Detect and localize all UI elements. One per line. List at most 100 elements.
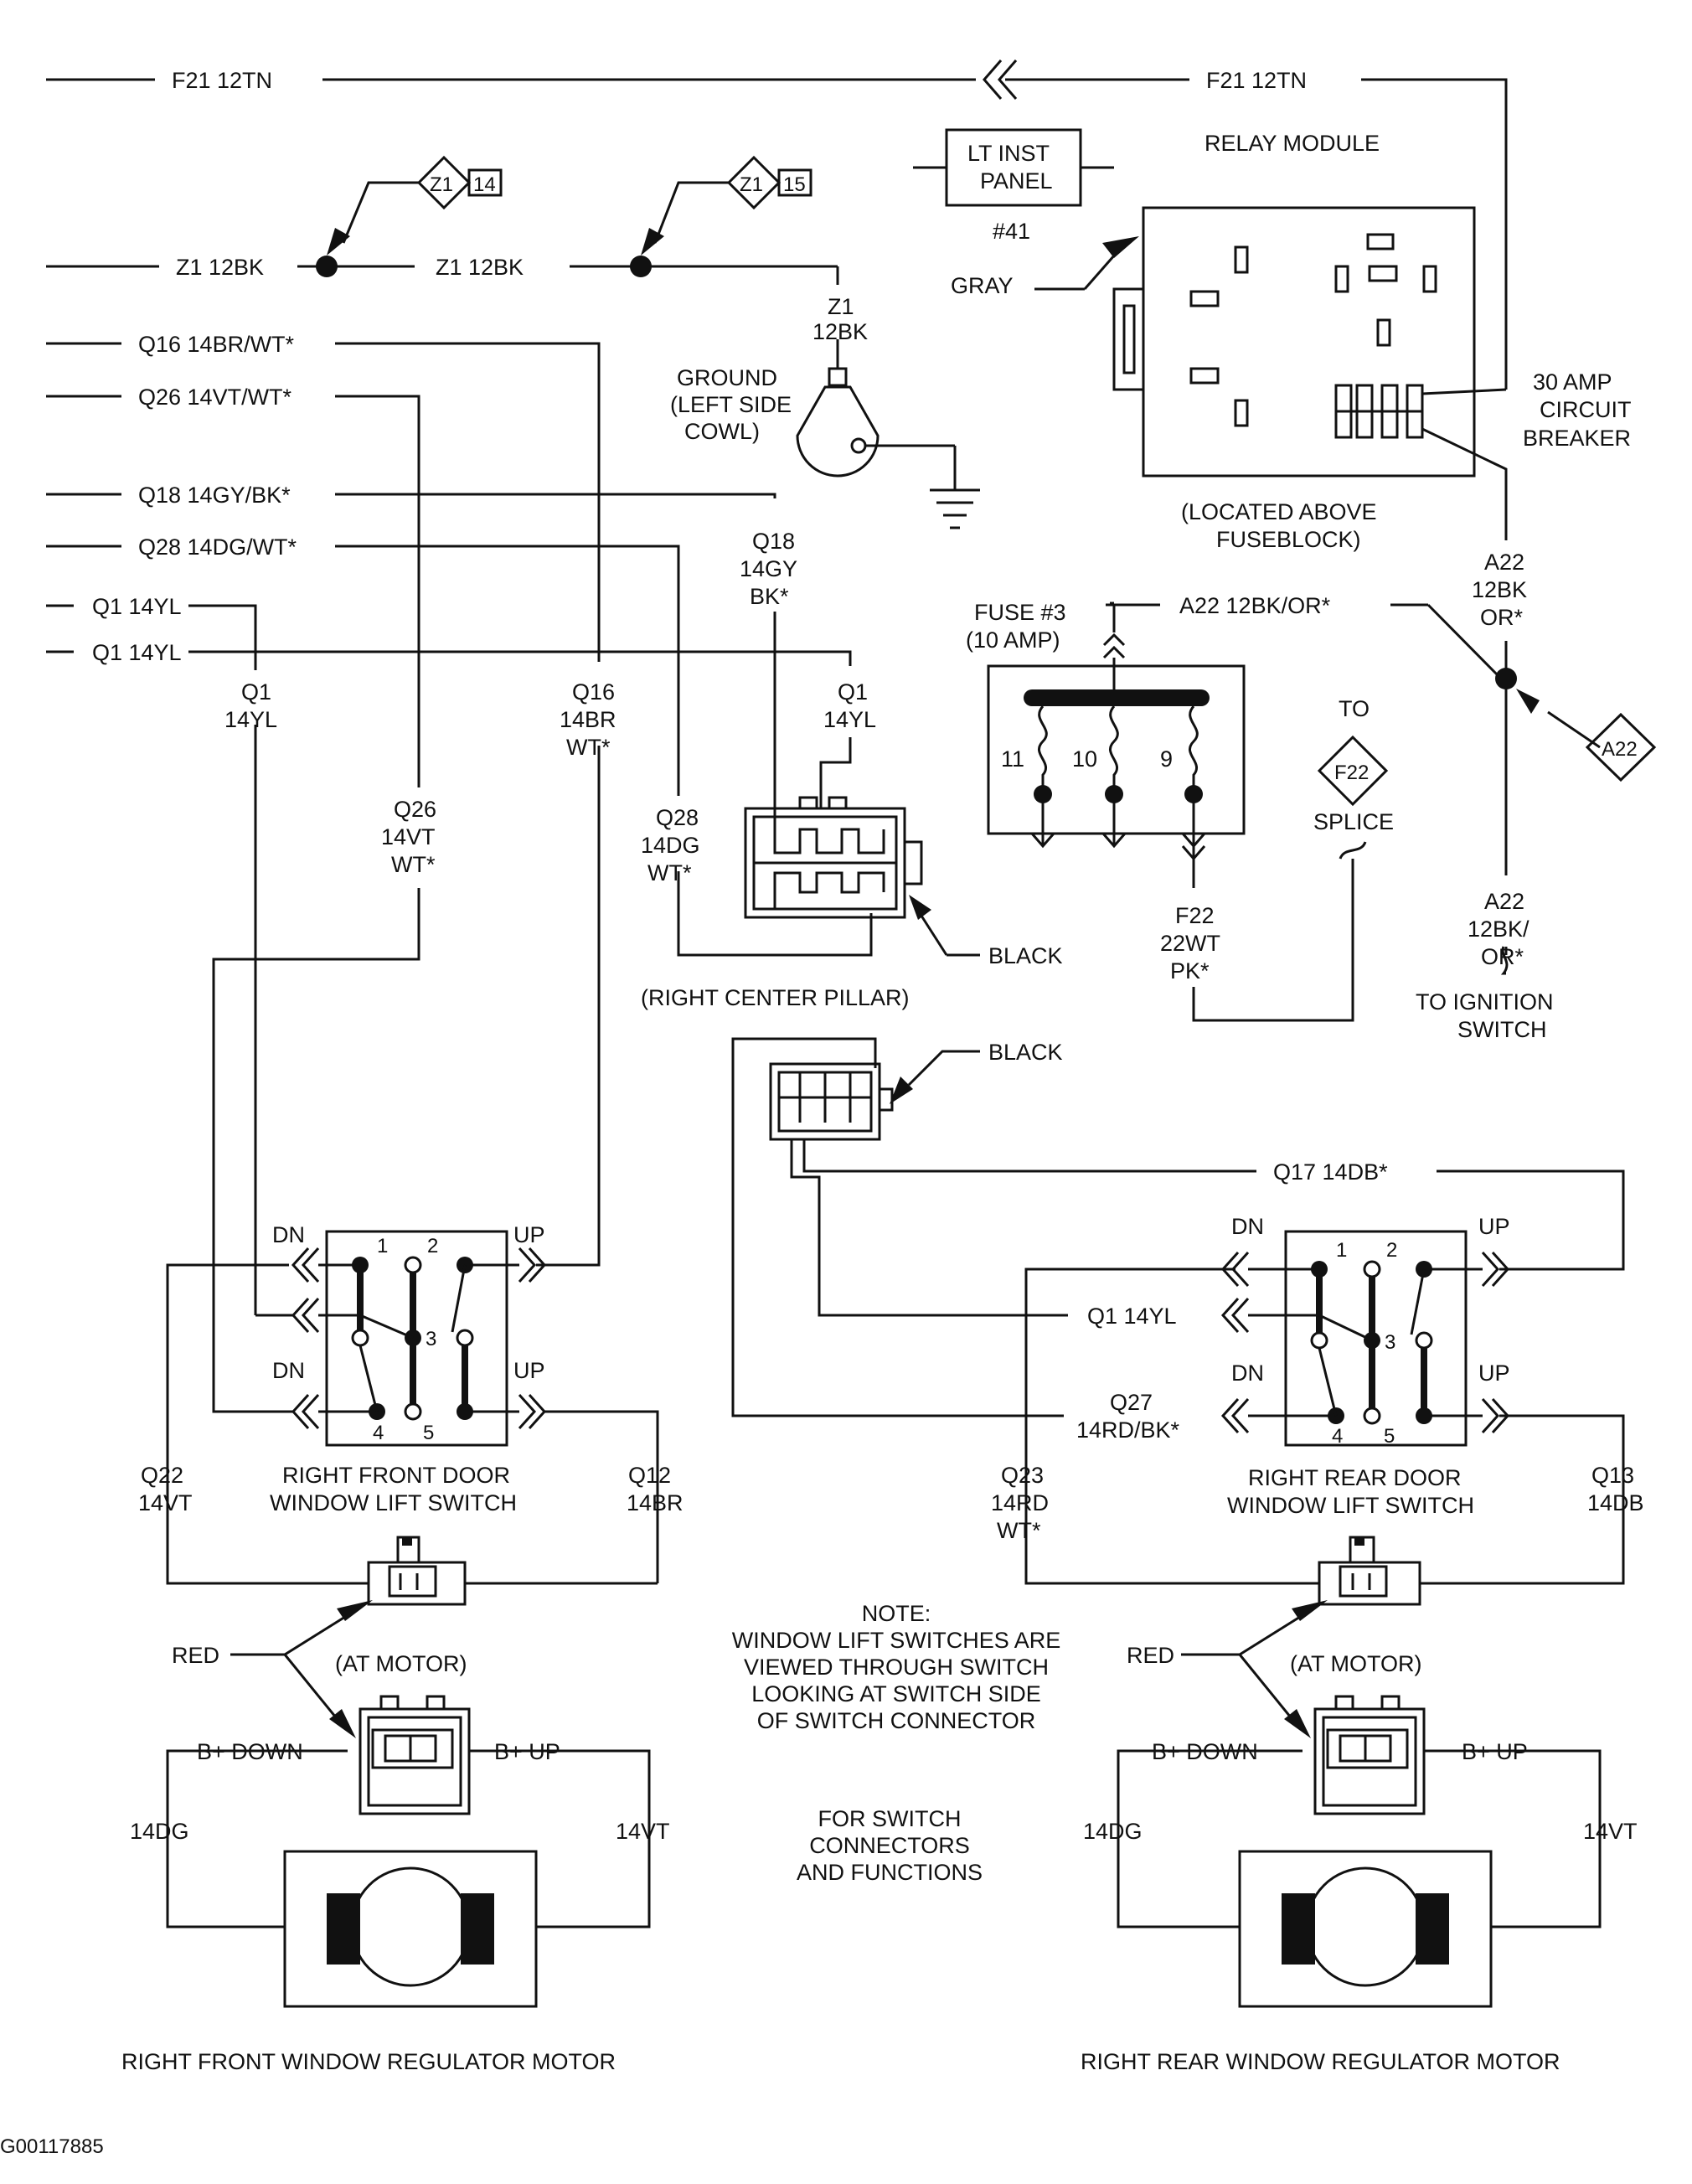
svg-text:14RD/BK*: 14RD/BK* xyxy=(1076,1417,1180,1443)
svg-text:UP: UP xyxy=(1478,1214,1510,1239)
q1a-label: Q1 14YL xyxy=(92,594,182,619)
pillar-black-label: BLACK xyxy=(988,943,1063,968)
fuse-block xyxy=(987,603,1246,888)
svg-text:TO: TO xyxy=(1339,696,1370,721)
figure-id: G00117885 xyxy=(0,2135,104,2158)
svg-text:(LEFT SIDE: (LEFT SIDE xyxy=(670,392,792,417)
svg-text:Q23: Q23 xyxy=(1001,1463,1044,1488)
f22-wire-label: F22 xyxy=(1175,903,1215,928)
svg-text:14VT: 14VT xyxy=(1583,1819,1638,1844)
svg-text:4: 4 xyxy=(373,1422,384,1444)
svg-text:Q1: Q1 xyxy=(241,679,271,705)
svg-text:14YL: 14YL xyxy=(224,707,277,732)
z1-ground-wire xyxy=(46,181,839,369)
svg-text:DN: DN xyxy=(272,1358,305,1383)
svg-text:OF SWITCH CONNECTOR: OF SWITCH CONNECTOR xyxy=(757,1708,1036,1733)
svg-text:14DG: 14DG xyxy=(1083,1819,1143,1844)
svg-text:14RD: 14RD xyxy=(991,1490,1049,1515)
svg-text:F22: F22 xyxy=(1334,762,1369,784)
a22-wire xyxy=(1110,602,1601,975)
a22-low-label: A22 xyxy=(1484,889,1524,914)
svg-text:Q12: Q12 xyxy=(628,1463,671,1488)
pillar-label: (RIGHT CENTER PILLAR) xyxy=(641,985,910,1010)
svg-text:UP: UP xyxy=(1478,1360,1510,1386)
rear-switch-connector-black xyxy=(731,1037,894,1164)
note-block: NOTE: WINDOW LIFT SWITCHES ARE VIEWED TH… xyxy=(732,1601,1061,1885)
svg-text:A22: A22 xyxy=(1602,738,1638,761)
q28-label: Q28 14DG/WT* xyxy=(138,534,297,560)
svg-text:VIEWED THROUGH SWITCH: VIEWED THROUGH SWITCH xyxy=(744,1655,1049,1680)
svg-text:BREAKER: BREAKER xyxy=(1523,426,1631,451)
q17-label: Q17 14DB* xyxy=(1273,1159,1388,1185)
svg-text:Z1: Z1 xyxy=(740,173,763,196)
svg-text:BK*: BK* xyxy=(750,584,789,609)
svg-text:3: 3 xyxy=(426,1328,436,1350)
svg-text:(10 AMP): (10 AMP) xyxy=(966,627,1060,653)
rear-red-label: RED xyxy=(1127,1643,1174,1668)
svg-text:14GY: 14GY xyxy=(740,556,797,581)
svg-text:Q28: Q28 xyxy=(656,805,699,830)
f21-right-label: F21 12TN xyxy=(1206,68,1307,93)
svg-text:2: 2 xyxy=(1386,1239,1397,1262)
rear-black-label: BLACK xyxy=(988,1040,1063,1065)
svg-text:WT*: WT* xyxy=(997,1518,1041,1543)
front-red-label: RED xyxy=(172,1643,219,1668)
lt-inst-label: LT INST xyxy=(967,141,1050,166)
svg-text:14VT: 14VT xyxy=(381,824,436,849)
svg-text:(AT MOTOR): (AT MOTOR) xyxy=(335,1651,467,1676)
svg-text:B+ DOWN: B+ DOWN xyxy=(1152,1739,1258,1764)
svg-text:B+ UP: B+ UP xyxy=(1462,1739,1528,1764)
svg-text:DN: DN xyxy=(1231,1214,1264,1239)
q16-label: Q16 14BR/WT* xyxy=(138,332,295,357)
svg-text:DN: DN xyxy=(1231,1360,1264,1386)
z1-mid-label: Z1 12BK xyxy=(436,255,524,280)
f21-left-label: F21 12TN xyxy=(172,68,272,93)
svg-text:15: 15 xyxy=(783,173,806,196)
to-ignition-label: TO IGNITION xyxy=(1416,989,1554,1015)
svg-text:3: 3 xyxy=(1385,1331,1395,1354)
splice-marker-z1-15 xyxy=(726,155,812,210)
svg-text:PK*: PK* xyxy=(1170,958,1210,984)
relay-location-label: (LOCATED ABOVE xyxy=(1181,499,1377,524)
ground-label: GROUND xyxy=(677,365,777,390)
rear-harness-wires xyxy=(731,1118,1625,1585)
svg-text:OR*: OR* xyxy=(1480,605,1524,630)
relay-module xyxy=(1112,206,1476,478)
svg-text:2: 2 xyxy=(427,1235,438,1257)
a22-top-label: A22 12BK/OR* xyxy=(1179,593,1331,618)
svg-text:LOOKING AT SWITCH SIDE: LOOKING AT SWITCH SIDE xyxy=(751,1681,1041,1706)
svg-text:Q22: Q22 xyxy=(141,1463,183,1488)
front-motor-connector xyxy=(359,1695,471,1815)
front-window-motor xyxy=(283,1850,538,2008)
svg-text:11: 11 xyxy=(1001,746,1024,772)
a22-right-label: A22 xyxy=(1484,550,1524,575)
svg-text:22WT: 22WT xyxy=(1160,931,1220,956)
lt-inst-panel xyxy=(913,128,1114,207)
svg-text:1: 1 xyxy=(1336,1239,1347,1262)
splice-label: SPLICE xyxy=(1313,809,1394,834)
z1-drop-gauge: 12BK xyxy=(812,319,868,344)
rear-window-motor xyxy=(1238,1850,1493,2008)
svg-text:FOR SWITCH: FOR SWITCH xyxy=(818,1806,962,1831)
gray-label: GRAY xyxy=(951,273,1014,298)
svg-text:9: 9 xyxy=(1160,746,1173,772)
svg-text:OR*: OR* xyxy=(1481,944,1524,969)
rear-motor-caption: RIGHT REAR WINDOW REGULATOR MOTOR xyxy=(1081,2049,1560,2074)
fuse-label: FUSE #3 xyxy=(974,600,1066,625)
svg-text:Z1: Z1 xyxy=(430,173,453,196)
rear-motor-connector xyxy=(1313,1695,1426,1815)
splice-marker-a22 xyxy=(1585,712,1657,782)
svg-text:#41: #41 xyxy=(993,219,1030,244)
front-switch-title: RIGHT FRONT DOOR xyxy=(282,1463,510,1488)
svg-text:SWITCH: SWITCH xyxy=(1457,1017,1546,1042)
z1-drop-label: Z1 xyxy=(828,294,854,319)
svg-text:WINDOW LIFT SWITCH: WINDOW LIFT SWITCH xyxy=(1227,1493,1474,1518)
ground-symbol xyxy=(796,367,980,529)
svg-text:14DB: 14DB xyxy=(1587,1490,1644,1515)
svg-text:12BK/: 12BK/ xyxy=(1468,916,1530,942)
svg-text:12BK: 12BK xyxy=(1472,577,1527,602)
svg-text:14DG: 14DG xyxy=(130,1819,189,1844)
svg-text:AND FUNCTIONS: AND FUNCTIONS xyxy=(797,1860,983,1885)
svg-text:14YL: 14YL xyxy=(823,707,876,732)
